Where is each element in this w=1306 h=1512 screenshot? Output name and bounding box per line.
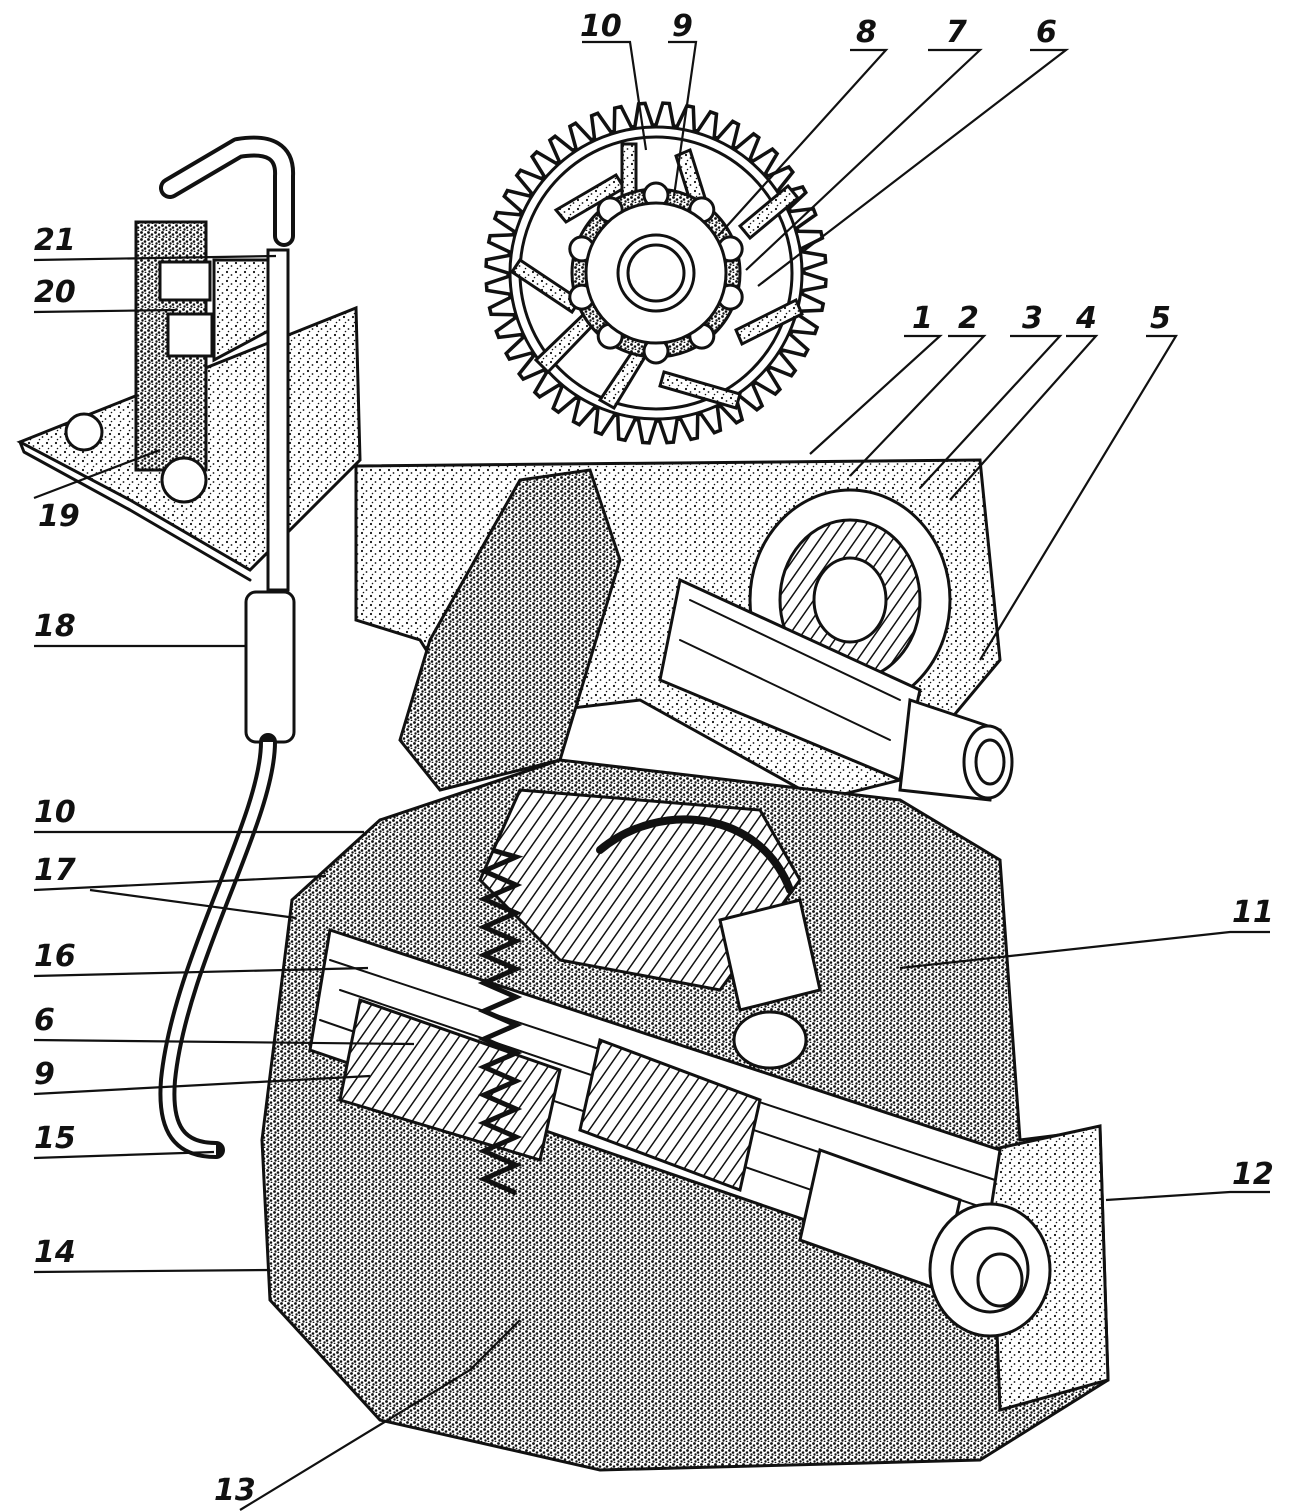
label-left-10: 10 [34, 795, 76, 830]
label-20: 20 [34, 275, 76, 310]
spring-coil [477, 847, 524, 1196]
label-2: 2 [958, 301, 979, 336]
label-3: 3 [1022, 301, 1043, 336]
callout-labels: 10 9 8 7 6 1 2 3 4 5 11 12 13 21 20 19 1… [34, 9, 1274, 1508]
label-19: 19 [38, 499, 80, 534]
label-12: 12 [1232, 1157, 1274, 1192]
leader-lines [33, 40, 1270, 1511]
label-5: 5 [1150, 301, 1171, 336]
label-15: 15 [34, 1121, 76, 1156]
label-17: 17 [34, 853, 76, 888]
label-21: 21 [34, 223, 76, 258]
upper-shaft [658, 577, 1014, 802]
label-left-6: 6 [34, 1003, 55, 1038]
label-1: 1 [912, 301, 933, 336]
label-left-9: 9 [34, 1057, 55, 1092]
label-top-7: 7 [946, 15, 967, 50]
middle-gear [478, 788, 822, 1070]
label-18: 18 [34, 609, 76, 644]
spring [477, 847, 524, 1196]
label-top-10: 10 [580, 9, 622, 44]
label-top-6: 6 [1036, 15, 1057, 50]
shift-lever-assembly [16, 135, 362, 1159]
label-top-8: 8 [856, 15, 877, 50]
label-14: 14 [34, 1235, 76, 1270]
label-16: 16 [34, 939, 76, 974]
label-11: 11 [1232, 895, 1274, 930]
label-4: 4 [1075, 301, 1097, 336]
label-top-9: 9 [672, 9, 693, 44]
main-shaft [308, 928, 1052, 1338]
label-13: 13 [214, 1473, 256, 1508]
